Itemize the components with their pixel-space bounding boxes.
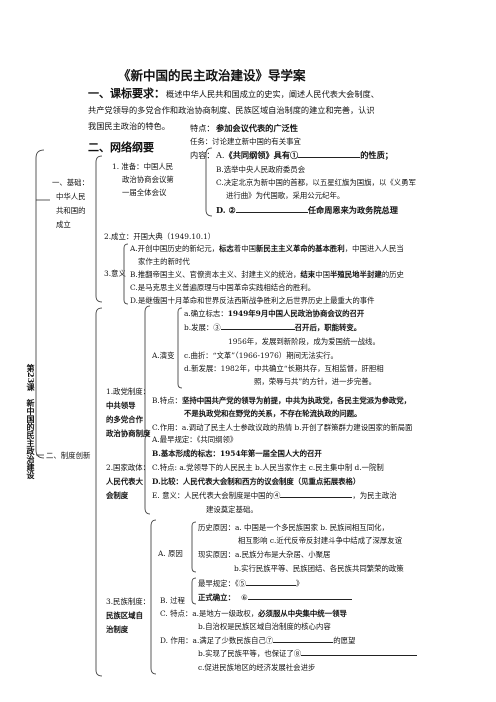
ethnic-feature-2: b.自治权是民族区域自治制度的核心内容 bbox=[198, 622, 331, 631]
prep-line-2: 政治协商会议第 bbox=[122, 175, 174, 184]
reason-history-1: 历史原因：a. 中国是一个多民族国家 b. 民族间相互同化， bbox=[198, 523, 389, 532]
ethnic-reason-label: A. 原因 bbox=[158, 549, 183, 558]
curriculum-line-1: 概述中华人民共和国成立的史实，阐述人民代表大会制度、 bbox=[166, 89, 379, 99]
content-b: B.选举中央人民政府委员会 bbox=[216, 165, 306, 174]
party-system-name-3: 政治协商制度 bbox=[106, 429, 151, 438]
section-heading-curriculum: 一、课标要求： bbox=[88, 87, 165, 100]
evolution-b-2: 1956年，发展到新阶段，成为爱国统一战线。 bbox=[228, 337, 380, 346]
meaning-a-1: A.开创中国历史的新纪元，标志着中国新民主主义革命的基本胜利，中国进入人民当 bbox=[130, 244, 404, 253]
party-function: C.作用：a.调动了民主人士参政议政的热情 b.开创了群策群力建设国家的新局面 bbox=[152, 423, 413, 432]
meeting-content-label: 内容： bbox=[190, 150, 215, 160]
process-b: 正式确立：⑥ bbox=[198, 594, 352, 601]
meaning-d: D.是继俄国十月革命和世界反法西斯战争胜利之后世界历史上最重大的事件 bbox=[130, 296, 375, 305]
page-title: 《新中国的民主政治建设》导学案 bbox=[118, 68, 306, 83]
reason-reality-1: 现实原因：a.民族分布是大杂居、小聚居 bbox=[198, 550, 331, 559]
party-feature-2: 不是执政党和在野党的关系，不存在轮流执政的问题。 bbox=[184, 409, 362, 418]
reason-reality-2: b.实行民族平等、民族团结、各民族共同繁荣的政策 bbox=[234, 564, 404, 573]
polity-b: B.基本形成的标志：1954年第一届全国人大的召开 bbox=[152, 449, 322, 458]
ethnic-name-2: 治制度 bbox=[106, 625, 129, 634]
polity-name-2: 会制度 bbox=[106, 491, 129, 500]
meeting-feature-value: 参加会议代表的广泛性 bbox=[216, 123, 298, 133]
reason-history-2: 相互影响 c.近代反帝反封建斗争中结成了深厚友谊 bbox=[238, 536, 403, 545]
polity-e-1: E. 意义：人民代表大会制度是中国的④，为民主政治 bbox=[152, 491, 397, 500]
part1-label-1: 一、基础： bbox=[52, 178, 89, 187]
process-a: 最早规定：《⑤》 bbox=[198, 579, 304, 588]
ethnic-label: 3.民族制度： bbox=[106, 597, 151, 606]
meaning-a-2: 家作主的新时代 bbox=[138, 257, 190, 266]
meeting-feature-label: 特点： bbox=[190, 123, 215, 133]
polity-a: A.最早规定：《共同纲领》 bbox=[152, 435, 238, 444]
evolution-c: c.曲折：“文革”（1966-1976）期间无法实行。 bbox=[184, 351, 338, 360]
evolution-d-1: d.新发展：1982年，中共确立“长期共存，互相监督，肝胆相 bbox=[184, 364, 384, 373]
ethnic-feature: C. 特点：a.是地方一级政权，必须服从中央集中统一领导 bbox=[160, 609, 347, 618]
meaning-label: 3.意义 bbox=[104, 269, 126, 278]
polity-d: D.比较：人民代表大会制和西方的议会制度（见重点拓展表格） bbox=[152, 477, 361, 486]
founding-ceremony: 2.成立：开国大典（1949.10.1） bbox=[104, 232, 216, 241]
part1-label-3: 共和国的 bbox=[56, 206, 86, 215]
party-system-name-1: 中共领导 bbox=[106, 401, 136, 410]
party-feature: B.特点：坚持中国共产党的领导为前提，中共为执政党，各民主党派为参政党， bbox=[152, 396, 412, 405]
content-c-1: C.决定北京为新中国的首都，以五星红旗为国旗，以《义勇军 bbox=[216, 178, 416, 187]
curriculum-line-2: 共产党领导的多党合作和政治协商制度、民族区域自治制度的建立和完善，认识 bbox=[88, 105, 375, 115]
evolution-d-2: 照，荣辱与共”的方针，进一步完善。 bbox=[254, 377, 377, 386]
polity-name-1: 人民代表大 bbox=[106, 477, 143, 486]
prep-line-1: 1. 准备：中国人民 bbox=[112, 162, 174, 171]
polity-c: C.特点: a.党领导下的人民民主 b.人民当家作主 c.民主集中制 d.一院制 bbox=[152, 463, 384, 472]
section-heading-outline: 二、网络纲要 bbox=[88, 141, 154, 154]
prep-line-3: 一届全体会议 bbox=[122, 188, 167, 197]
ethnic-name-1: 民族区域自 bbox=[106, 611, 143, 620]
evolution-label: A.演变 bbox=[152, 351, 175, 360]
polity-label: 2.国家政体： bbox=[106, 463, 151, 472]
evolution-a: a.确立标志：1949年9月中国人民政治协商会议的召开 bbox=[184, 309, 365, 318]
polity-e-2: 建设奠定基础。 bbox=[206, 505, 258, 514]
process-label: B. 过程 bbox=[160, 596, 185, 605]
part2-label: 二、制度创新 bbox=[46, 451, 91, 460]
curriculum-line-3: 我国民主政治的特色。 bbox=[88, 121, 170, 131]
ethnic-function-2: b.实现了民族平等，也保证了⑧ bbox=[198, 650, 418, 657]
lesson-side-label: 第23课 新中国的民主政治建设 bbox=[26, 364, 36, 480]
meaning-c: C.是马克思主义普遍原理与中国革命实践相结合的胜利。 bbox=[130, 283, 316, 292]
part1-label-4: 成立 bbox=[56, 220, 71, 229]
ethnic-function-3: c.促进民族地区的经济发展社会进步 bbox=[198, 663, 316, 672]
party-system-name-2: 的多党合作 bbox=[106, 415, 143, 424]
meaning-b: B.推翻帝国主义、官僚资本主义、封建主义的统治，结束中国半殖民地半封建的历史 bbox=[130, 270, 404, 279]
content-c-2: 进行曲》为代国歌，采用公元纪年。 bbox=[226, 191, 345, 200]
part1-label-2: 中华人民 bbox=[56, 192, 86, 201]
party-system-label: 1.政党制度： bbox=[106, 387, 151, 396]
meeting-task: 任务：讨论建立新中国的有关事宜 bbox=[190, 137, 301, 146]
